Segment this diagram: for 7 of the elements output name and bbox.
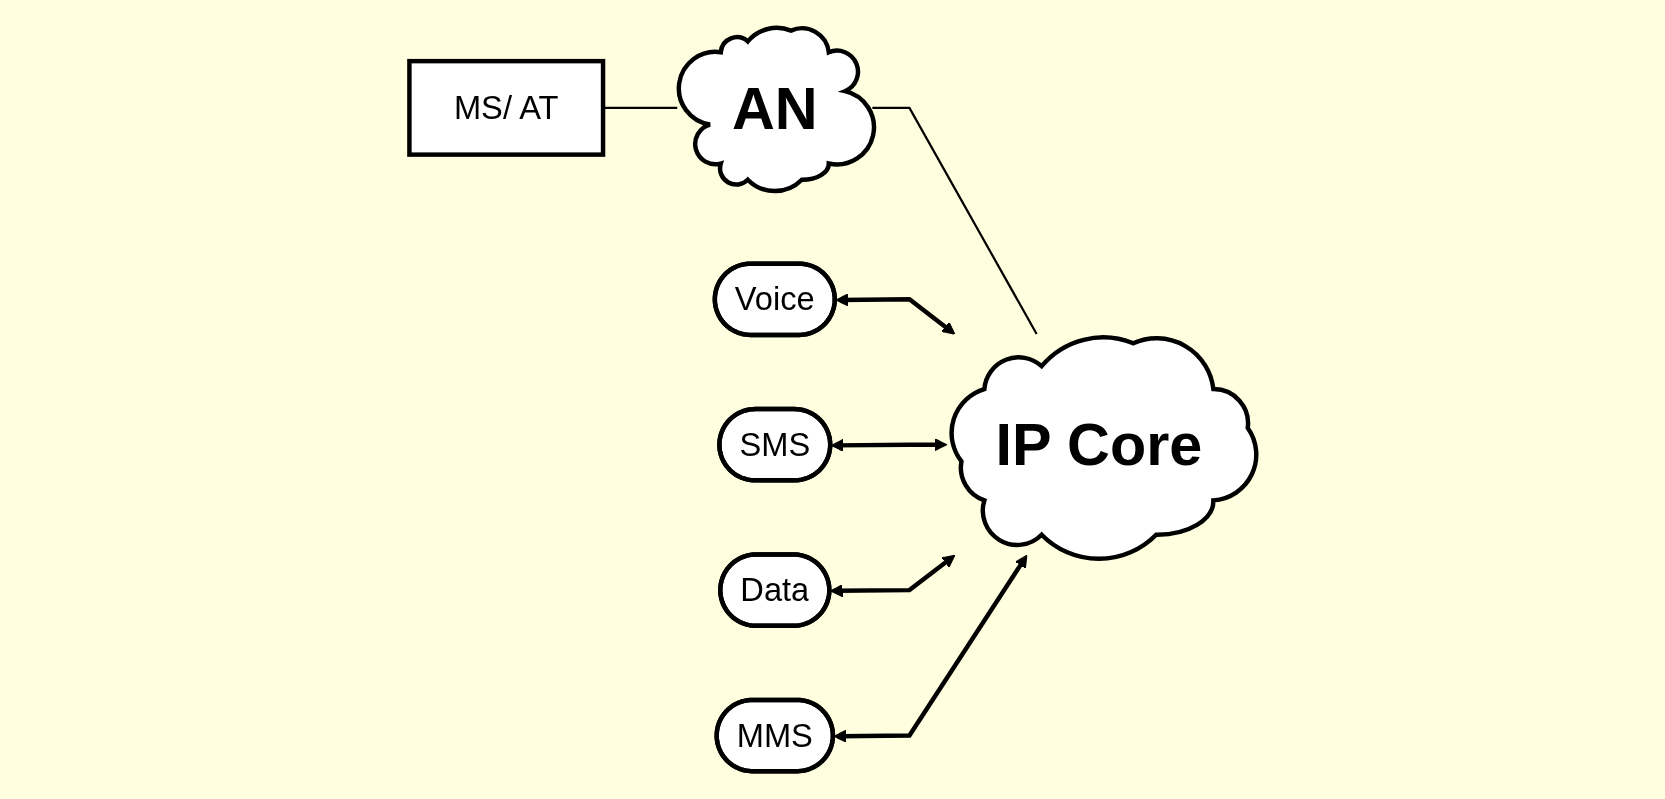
arrow: [835, 293, 955, 335]
node-box: [406, 58, 605, 157]
arrow: [829, 554, 955, 598]
arrow: [830, 438, 947, 452]
network-diagram: MS/ AT AN IP Core Voice SMS Data MMS: [16, 16, 1649, 783]
connector: [872, 106, 1038, 335]
arrow: [833, 554, 1028, 743]
